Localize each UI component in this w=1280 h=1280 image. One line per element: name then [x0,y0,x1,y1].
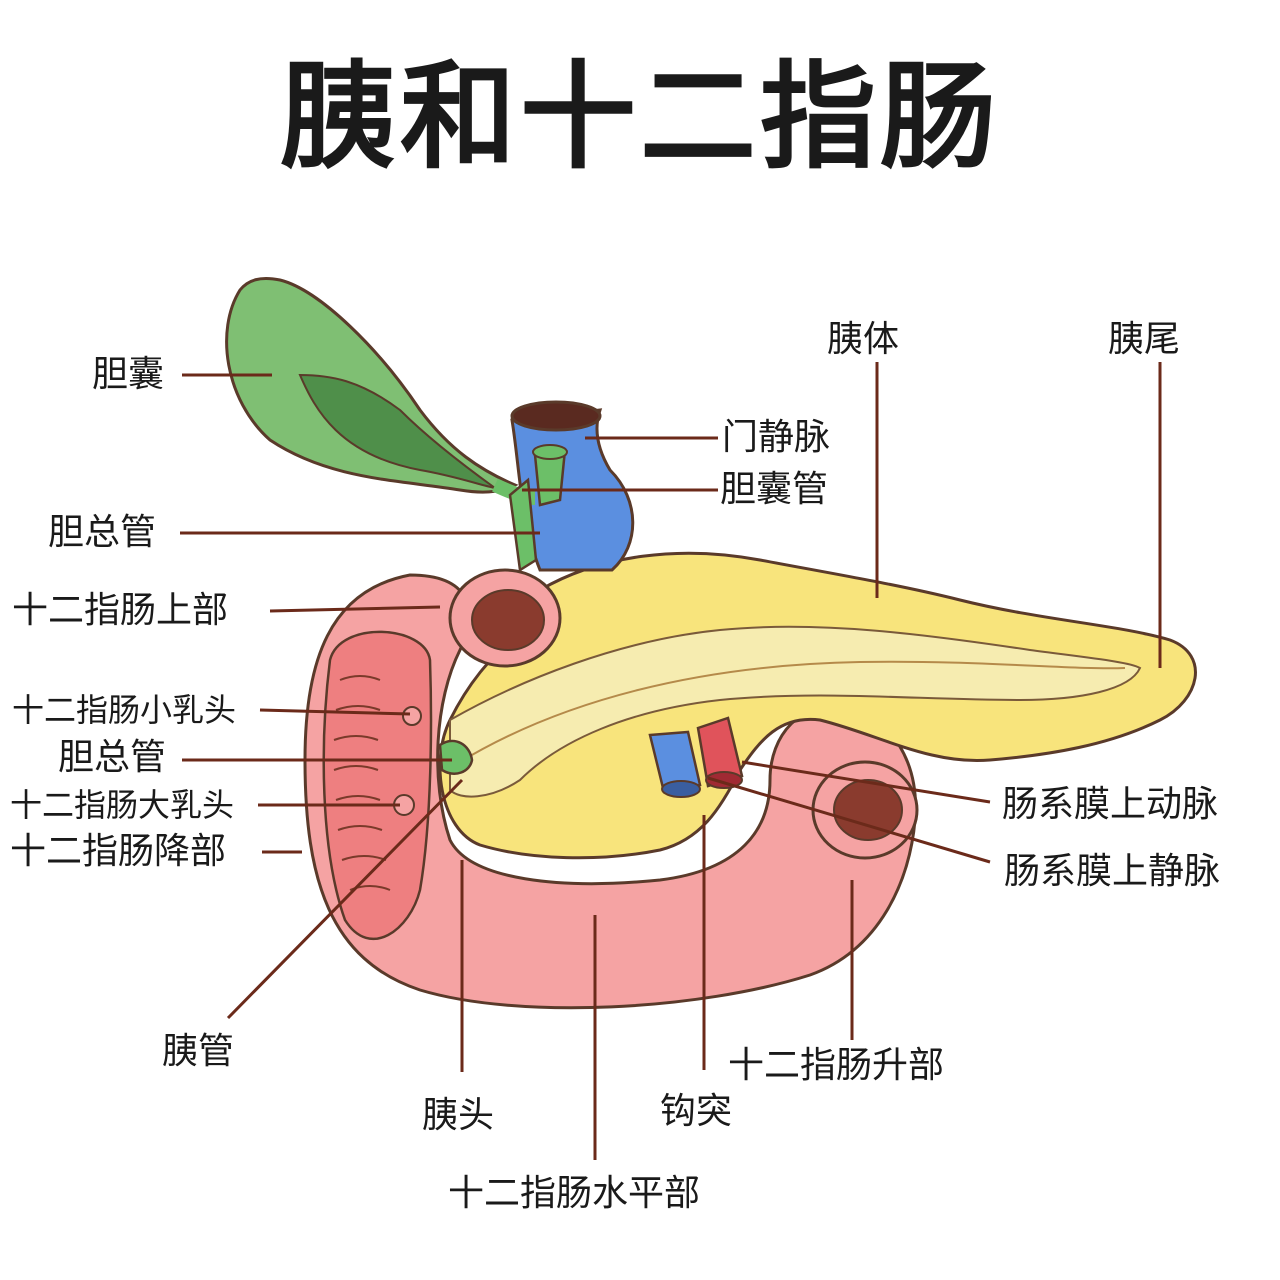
diagram-title: 胰和十二指肠 [280,50,1000,185]
bile-duct-lower [438,739,474,775]
pancreatic-duct-shape [449,625,1142,798]
label-duodenum-superior: 十二指肠上部 [12,590,229,631]
label-gallbladder: 胆囊 [92,354,165,395]
label-cystic-duct: 胆囊管 [720,469,829,510]
label-common-bile-duct-lower: 胆总管 [58,737,167,778]
duodenum-ascending-lumen [833,779,903,841]
label-portal-vein: 门静脉 [722,417,831,458]
smv-lumen [661,780,701,798]
smv-vessel [648,730,702,794]
label-duodenum-descending: 十二指肠降部 [10,831,227,872]
gallbladder [225,276,519,494]
portal-vein-lumen [510,400,602,432]
minor-papilla [402,706,422,726]
label-major-papilla: 十二指肠大乳头 [10,786,235,824]
label-minor-papilla: 十二指肠小乳头 [12,691,237,729]
label-sma: 肠系膜上动脉 [1002,784,1219,825]
label-smv: 肠系膜上静脉 [1004,851,1221,892]
duct-centerline [454,660,1126,766]
duodenum-descending-inner [322,630,433,941]
leader-lines [180,362,1162,1160]
label-uncinate-process: 钩突 [660,1091,733,1132]
sma-vessel [696,716,744,788]
label-pancreatic-duct: 胰管 [162,1031,235,1072]
label-duodenum-ascending: 十二指肠升部 [728,1045,945,1086]
pancreas [438,551,1197,860]
label-common-bile-duct-upper: 胆总管 [48,512,157,553]
bile-duct-top-lumen [532,444,568,460]
label-pancreas-body: 胰体 [827,319,900,360]
duodenum-superior-lumen [471,589,545,651]
label-duodenum-horizontal: 十二指肠水平部 [448,1173,701,1214]
label-pancreas-head: 胰头 [422,1095,495,1136]
label-pancreas-tail: 胰尾 [1108,319,1181,360]
